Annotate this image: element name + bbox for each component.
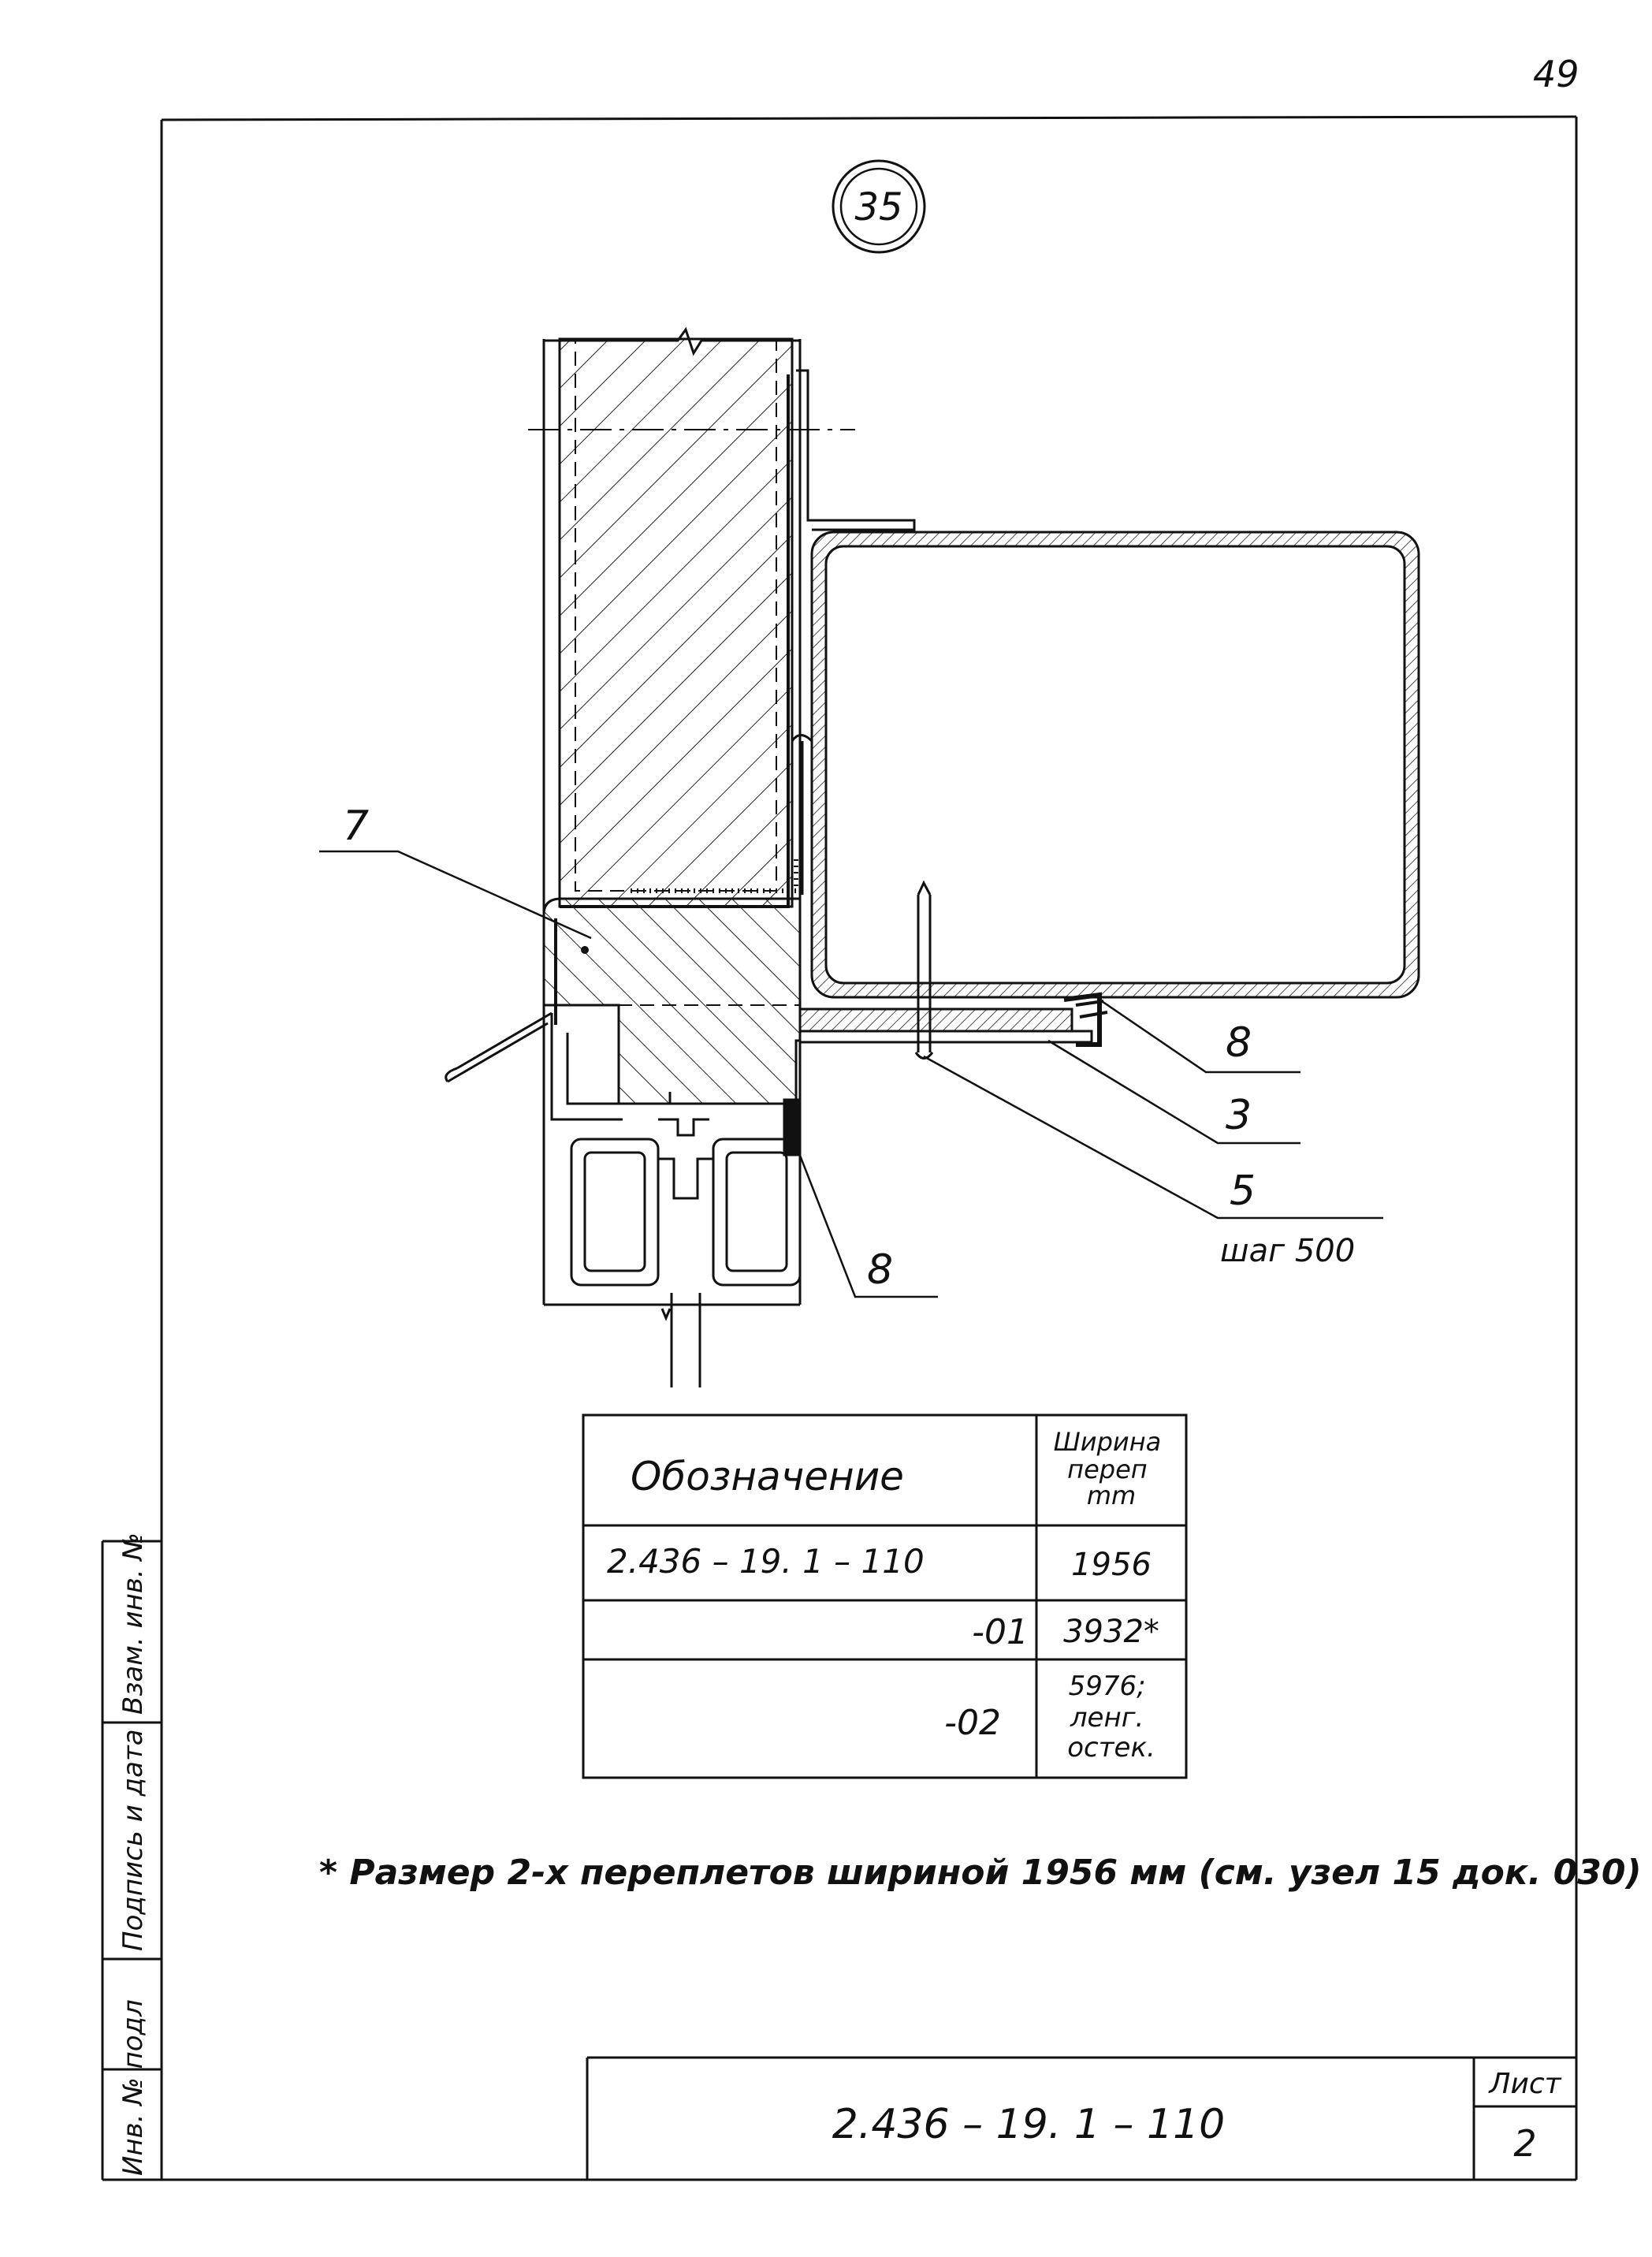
stamp-signature-date: Подпись и дата	[117, 1729, 149, 1951]
insert-block	[542, 897, 802, 1105]
callout-3: 3	[1226, 1092, 1252, 1139]
callout-7: 7	[343, 803, 369, 850]
sheet-frame	[102, 115, 1578, 2181]
table-row-width-line-1: 5976;	[1069, 1670, 1146, 1702]
rhs-profile	[810, 531, 1420, 999]
table-row-designation: 2.436 – 19. 1 – 110	[607, 1542, 925, 1581]
section-drawing: 7 8 3 5 шаг 500 8	[319, 326, 1420, 1387]
sheet-number: 2	[1513, 2122, 1536, 2165]
spec-table: Обозначение Ширина переп mm 2.436 – 19. …	[582, 1413, 1188, 1779]
node-number: 35	[854, 185, 902, 229]
frame-profile	[544, 1017, 802, 1387]
callout-5-note: шаг 500	[1220, 1233, 1355, 1269]
title-block: 2.436 – 19. 1 – 110 Лист 2	[586, 2056, 1576, 2180]
page-number: 49	[1533, 53, 1579, 95]
table-header-width: Ширина переп mm	[1054, 1427, 1170, 1510]
table-row-designation: -02	[944, 1703, 1001, 1743]
footnote: * Размер 2-х переплетов шириной 1956 мм …	[319, 1853, 1642, 1893]
callout-5: 5	[1230, 1168, 1256, 1215]
table-row-width: 1956	[1071, 1547, 1152, 1583]
table-row-width-line-2: ленг.	[1070, 1702, 1144, 1734]
stamp-inv-no-orig: Инв. № подл	[117, 1999, 149, 2176]
table-row-designation: -01	[972, 1612, 1029, 1652]
table-row-width: 5976; ленг. остек.	[1067, 1670, 1155, 1764]
callout-8-bottom: 8	[867, 1246, 893, 1294]
document-code: 2.436 – 19. 1 – 110	[832, 2101, 1226, 2148]
table-header-designation: Обозначение	[631, 1454, 904, 1499]
stamp-replace-inv: Взам. инв. №	[117, 1533, 149, 1715]
table-header-width-line-2: переп	[1067, 1454, 1148, 1484]
table-row-width-line-3: остек.	[1067, 1732, 1155, 1764]
table-header-width-line-3: mm	[1087, 1480, 1136, 1510]
drip-flashing	[445, 918, 557, 1083]
bottom-strip	[798, 992, 1108, 1047]
wall-panel	[528, 326, 855, 1305]
leaders	[319, 850, 1383, 1298]
table-row-width: 3932*	[1063, 1614, 1159, 1650]
table-header-width-line-1: Ширина	[1054, 1427, 1162, 1457]
side-stamp: Взам. инв. № Подпись и дата Инв. № подл	[101, 1533, 162, 2180]
sheet-label: Лист	[1487, 2068, 1561, 2100]
callout-8-top: 8	[1226, 1019, 1252, 1067]
node-marker: 35	[832, 159, 926, 254]
